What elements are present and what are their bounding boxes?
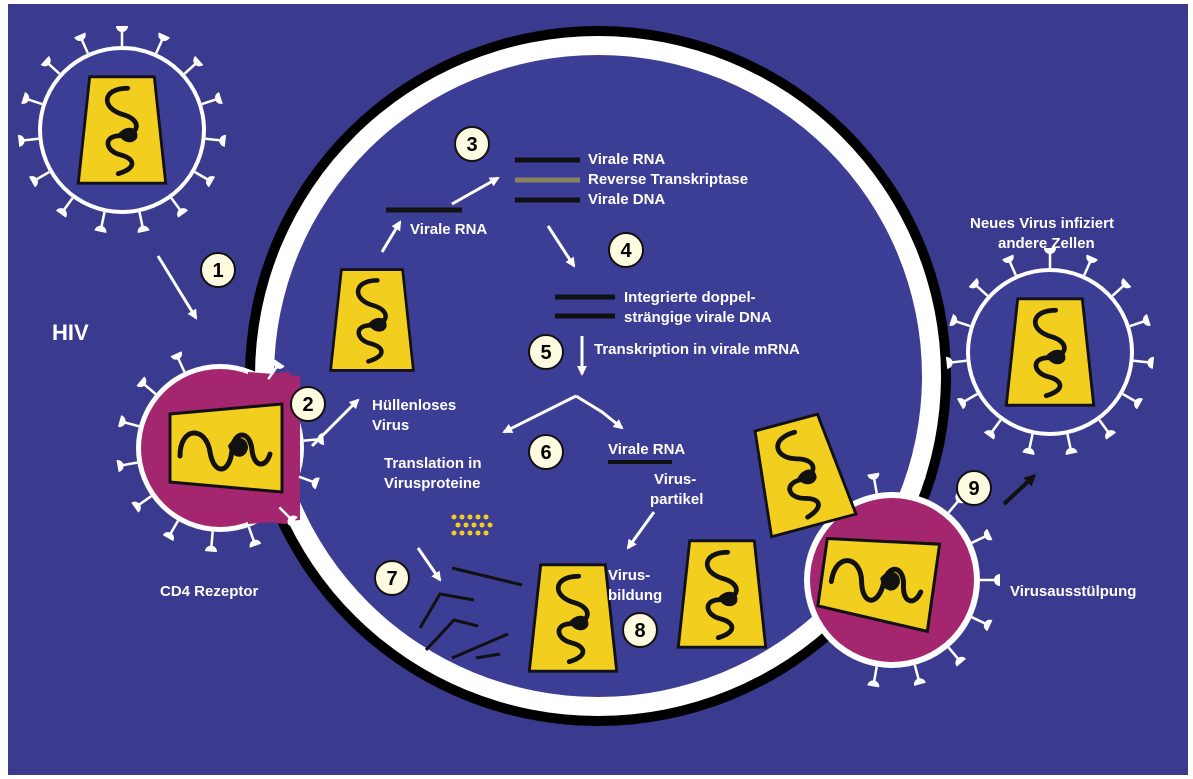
- step-number-1: 1: [212, 260, 223, 282]
- uncoated-capsid: [331, 270, 414, 371]
- uncoated-virus-label-line1: Hüllenloses: [372, 397, 456, 414]
- step-badge-3: 3: [455, 127, 489, 161]
- virus-assembly-label-line1: Virus-: [608, 567, 650, 584]
- step-badge-6: 6: [529, 435, 563, 469]
- step-badge-7: 7: [375, 561, 409, 595]
- step-badge-5: 5: [529, 335, 563, 369]
- integrated-dna-label-line1: Integrierte doppel-: [624, 289, 756, 306]
- step-number-2: 2: [302, 394, 313, 416]
- cd4-receptor-label: CD4 Rezeptor: [160, 583, 259, 600]
- virus-particle-label-line1: Virus-: [654, 471, 696, 488]
- step-number-7: 7: [386, 568, 397, 590]
- assembling-capsid: [529, 565, 616, 671]
- budding-capsid-1: [678, 541, 765, 647]
- budding-label: Virusausstülpung: [1010, 583, 1136, 600]
- step-number-4: 4: [620, 240, 632, 262]
- hiv-label: HIV: [52, 320, 89, 345]
- new-virus-label-line2: andere Zellen: [998, 235, 1095, 252]
- step-number-6: 6: [540, 442, 551, 464]
- step-number-3: 3: [466, 134, 477, 156]
- translation-label-line2: Virusproteine: [384, 475, 480, 492]
- step-badge-8: 8: [623, 613, 657, 647]
- step-badge-4: 4: [609, 233, 643, 267]
- virus-particle-label-line2: partikel: [650, 491, 703, 508]
- step-badge-2: 2: [291, 387, 325, 421]
- integrated-dna-label-line2: strängige virale DNA: [624, 309, 772, 326]
- step-number-8: 8: [634, 620, 645, 642]
- step-number-9: 9: [968, 478, 979, 500]
- translation-label-line1: Translation in: [384, 455, 482, 472]
- legend-rna-label: Virale RNA: [588, 151, 665, 168]
- transcription-label: Transkription in virale mRNA: [594, 341, 800, 358]
- step-badge-1: 1: [201, 253, 235, 287]
- legend-rt-label: Reverse Transkriptase: [588, 171, 748, 188]
- step-number-5: 5: [540, 342, 551, 364]
- step-badge-9: 9: [957, 471, 991, 505]
- virus-assembly-label-line2: bildung: [608, 587, 662, 604]
- uncoated-virus-label-line2: Virus: [372, 417, 409, 434]
- viral-rna-label: Virale RNA: [410, 221, 487, 238]
- entry-virus-bud: [136, 364, 304, 532]
- new-virus-label-line1: Neues Virus infiziert: [970, 215, 1114, 232]
- legend-dna-label: Virale DNA: [588, 191, 665, 208]
- viral-rna-label-2: Virale RNA: [608, 441, 685, 458]
